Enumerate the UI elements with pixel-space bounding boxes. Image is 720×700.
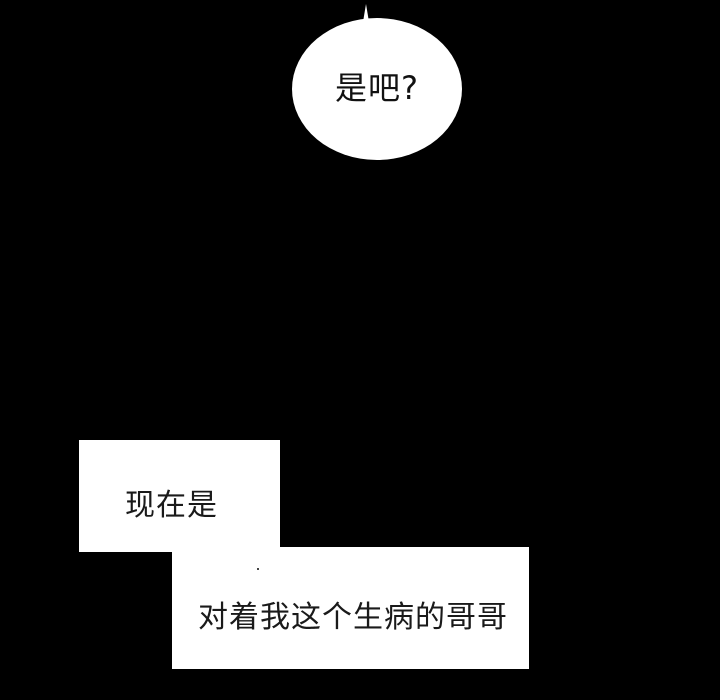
- speck: [257, 568, 259, 570]
- speech-bubble: 是吧?: [292, 18, 462, 160]
- caption-text-2: 对着我这个生病的哥哥: [198, 600, 508, 635]
- caption-text-1: 现在是: [125, 488, 218, 523]
- speech-bubble-text: 是吧?: [335, 69, 419, 107]
- speech-bubble-tail: [363, 4, 369, 22]
- caption-box-2: [172, 547, 529, 669]
- caption-box-1: [79, 440, 280, 552]
